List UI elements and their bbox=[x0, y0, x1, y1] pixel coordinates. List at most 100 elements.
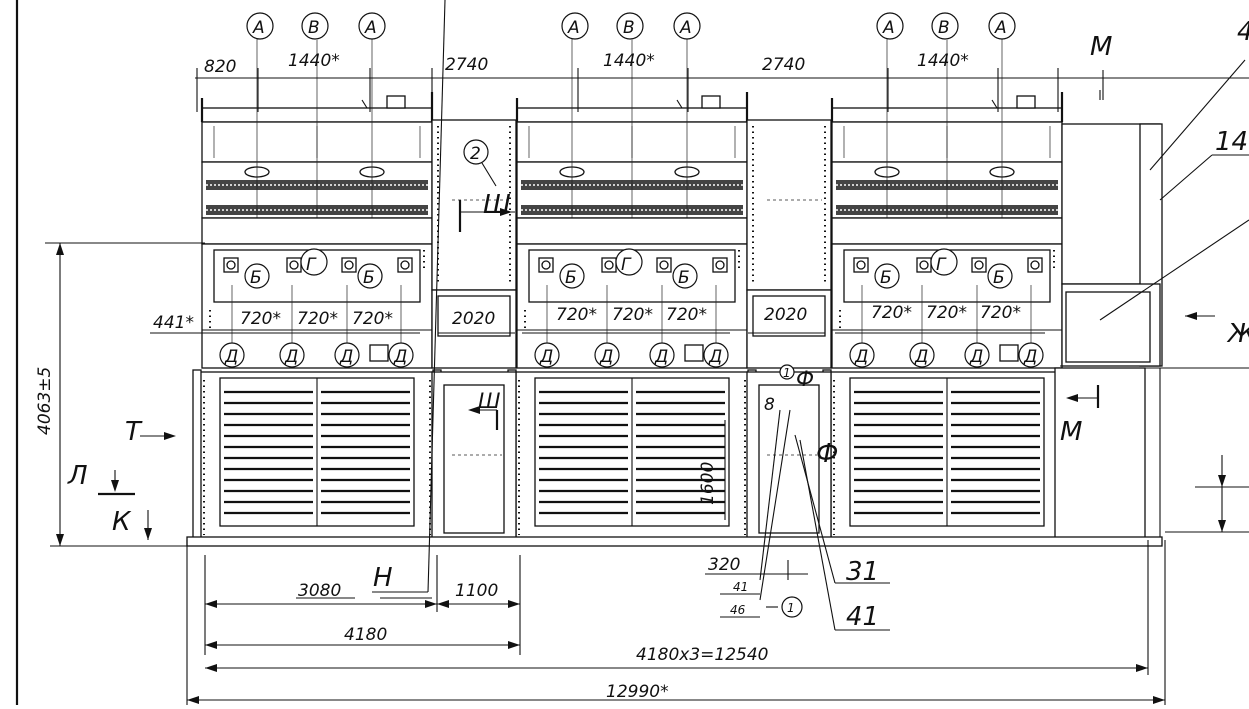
top-bubble-label: А bbox=[679, 18, 692, 38]
dim-1440-3: 1440* bbox=[917, 51, 969, 71]
top-bubble-label: А bbox=[882, 18, 895, 38]
dim-2740-2: 2740 bbox=[762, 55, 805, 75]
ref-41-label: 41 bbox=[846, 602, 879, 632]
top-box bbox=[701, 95, 721, 109]
top-bubble-label: А bbox=[364, 18, 377, 38]
dim-1440-2: 1440* bbox=[603, 51, 655, 71]
fan-panel bbox=[201, 217, 433, 245]
bubble-b-label: Б bbox=[993, 268, 1005, 288]
bubble-b-label: Б bbox=[250, 268, 262, 288]
bubble-g-label: Г bbox=[621, 255, 632, 275]
dim-1100: 1100 bbox=[455, 581, 498, 601]
top-bubble-3-2 bbox=[931, 12, 959, 40]
bubble-b bbox=[987, 263, 1013, 289]
view-sh-label-1: Ш bbox=[483, 190, 511, 220]
dim-2020-2: 2020 bbox=[764, 305, 807, 325]
top-bubble-label: А bbox=[567, 18, 580, 38]
dim-41: 41 bbox=[733, 580, 748, 594]
top-bubble-1-1 bbox=[246, 12, 274, 40]
top-bubble-label: А bbox=[252, 18, 265, 38]
ref-31-label: 31 bbox=[846, 557, 879, 587]
top-bubble-3-3 bbox=[988, 12, 1016, 40]
view-zh-label: Ж bbox=[1226, 319, 1249, 349]
bubble-b bbox=[672, 263, 698, 289]
connector-section-2 bbox=[746, 119, 832, 541]
bubble-b-label: Б bbox=[678, 268, 690, 288]
ref-1-circle-a bbox=[781, 596, 803, 618]
bubble-d-label: Д bbox=[539, 347, 553, 367]
bubble-g-label: Г bbox=[936, 255, 947, 275]
bubble-d-label: Д bbox=[708, 347, 722, 367]
bubble-b-label: Б bbox=[363, 268, 375, 288]
ref-2-label: 2 bbox=[470, 144, 481, 164]
view-f-label-1: Ф bbox=[796, 367, 814, 391]
bubble-d-label: Д bbox=[914, 347, 928, 367]
bubble-d-label: Д bbox=[654, 347, 668, 367]
top-bubble-1-3 bbox=[358, 12, 386, 40]
top-bubble-label: В bbox=[623, 18, 635, 38]
bubble-b-label: Б bbox=[565, 268, 577, 288]
dim-720-2: 720* bbox=[297, 309, 338, 329]
dim-1440-1: 1440* bbox=[288, 51, 340, 71]
view-n-label: Н bbox=[373, 563, 393, 593]
dim-4063: 4063±5 bbox=[35, 367, 55, 435]
view-sh-label-2: Ш bbox=[478, 389, 500, 413]
bubble-d-label: Д bbox=[599, 347, 613, 367]
bubble-d-label: Д bbox=[393, 347, 407, 367]
bubble-d-label: Д bbox=[969, 347, 983, 367]
dim-2740-1: 2740 bbox=[445, 55, 488, 75]
top-box bbox=[386, 95, 406, 109]
dim-720-3: 720* bbox=[352, 309, 393, 329]
bubble-g-label: Г bbox=[306, 255, 317, 275]
top-bubble-label: А bbox=[994, 18, 1007, 38]
dim-46: 46 bbox=[730, 603, 746, 617]
bubble-d-label: Д bbox=[1023, 347, 1037, 367]
dim-1600: 1600 bbox=[698, 462, 718, 505]
bubble-g bbox=[300, 248, 328, 276]
dim-720-8: 720* bbox=[926, 303, 967, 323]
connector-section-1 bbox=[431, 119, 517, 541]
dim-3080: 3080 bbox=[298, 581, 341, 601]
base-frame bbox=[50, 536, 1163, 547]
top-bubble-2-1 bbox=[561, 12, 589, 40]
labels: 820 1440* 2740 1440* 2740 1440* М 4 14 4… bbox=[35, 17, 1249, 702]
dim-720-7: 720* bbox=[871, 303, 912, 323]
dim-820: 820 bbox=[204, 57, 236, 77]
top-bubble-3-1 bbox=[876, 12, 904, 40]
top-bubble-2-2 bbox=[616, 12, 644, 40]
view-l-label: Л bbox=[67, 461, 88, 491]
ref-1-label-b: 1 bbox=[783, 366, 791, 380]
view-m-label: М bbox=[1090, 32, 1112, 62]
bubble-d-label: Д bbox=[224, 347, 238, 367]
dim-720-9: 720* bbox=[980, 303, 1021, 323]
dim-720-1: 720* bbox=[240, 309, 281, 329]
view-k-label: К bbox=[112, 507, 132, 537]
bubble-b-label: Б bbox=[880, 268, 892, 288]
bubble-b bbox=[874, 263, 900, 289]
bubble-b bbox=[244, 263, 270, 289]
dim-720-4: 720* bbox=[556, 305, 597, 325]
right-side-structure bbox=[1054, 123, 1163, 540]
ref-1-circle-b bbox=[779, 364, 795, 380]
bubble-g bbox=[930, 248, 958, 276]
ref-14-label: 14 bbox=[1215, 127, 1248, 157]
bubble-d-label: Д bbox=[284, 347, 298, 367]
dim-8: 8 bbox=[764, 395, 775, 415]
view-m-label-2: М bbox=[1060, 417, 1082, 447]
bubble-b bbox=[559, 263, 585, 289]
cooler-module-2: Б Б Г Д Д Д Д bbox=[507, 20, 757, 541]
bubble-b bbox=[357, 263, 383, 289]
view-t-label: Т bbox=[125, 417, 143, 447]
top-bubble-2-3 bbox=[673, 12, 701, 40]
top-bubble-label: В bbox=[308, 18, 320, 38]
dim-2020-1: 2020 bbox=[452, 309, 495, 329]
connector-sections bbox=[431, 119, 832, 541]
top-box bbox=[1016, 95, 1036, 109]
top-bubble-1-2 bbox=[301, 12, 329, 40]
